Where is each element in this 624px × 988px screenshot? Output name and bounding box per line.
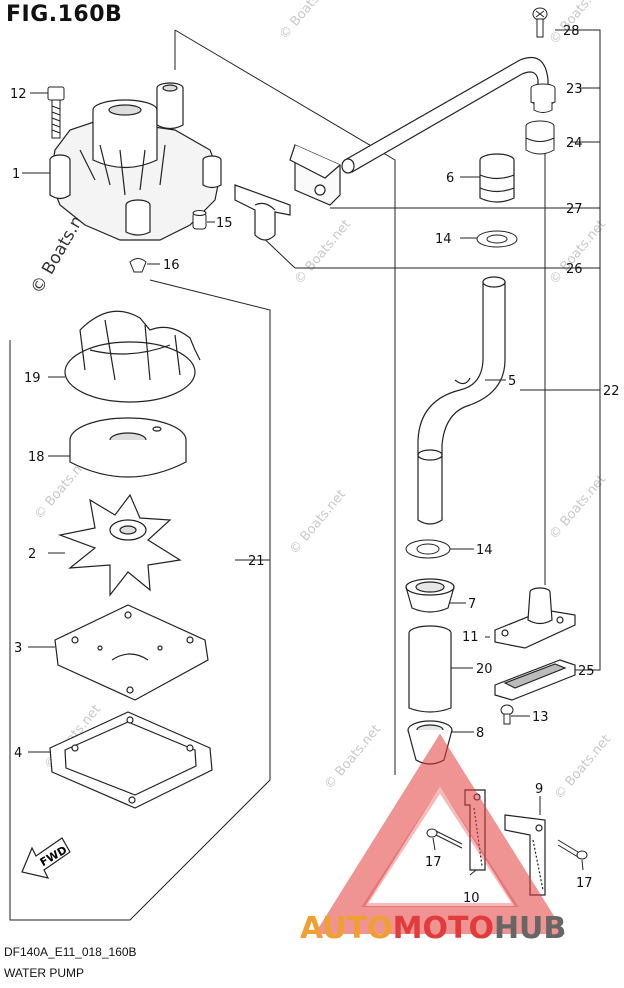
callout-14-top: 14 (435, 232, 452, 247)
watermark: © Boats.net (322, 722, 384, 792)
watermark: © Boats.net (552, 732, 614, 802)
callout-1: 1 (12, 167, 20, 182)
callout-13: 13 (532, 710, 549, 725)
screen-25 (494, 659, 576, 701)
svg-text:AUTOMOTOHUB: AUTOMOTOHUB (300, 911, 566, 946)
callout-6: 6 (446, 171, 454, 186)
grommet-6 (479, 153, 515, 203)
water-hose-5 (417, 276, 506, 525)
callout-14-bottom: 14 (476, 543, 493, 558)
leader-lines (22, 92, 584, 876)
callout-2: 2 (28, 547, 36, 562)
impeller-2 (57, 493, 182, 597)
screw-17-right (557, 839, 588, 860)
callout-11: 11 (462, 630, 479, 645)
washer-14-bottom (405, 539, 451, 559)
callout-19: 19 (24, 371, 41, 386)
automotohub-logo: AUTOMOTOHUB (300, 733, 566, 946)
water-tube-27 (289, 56, 549, 206)
callout-12: 12 (10, 87, 27, 102)
callout-7: 7 (468, 597, 476, 612)
callout-16: 16 (163, 258, 180, 273)
clamp-26 (234, 184, 291, 241)
spring-19 (64, 310, 201, 403)
plate-3 (54, 604, 209, 701)
grommet-plate-11 (494, 587, 576, 649)
logo-part-hub: HUB (494, 911, 566, 946)
grommet-24 (525, 120, 555, 155)
callout-20: 20 (476, 662, 493, 677)
tube-20 (408, 625, 452, 713)
callout-23: 23 (566, 82, 583, 97)
figure-title: FIG.160B (6, 2, 123, 27)
callout-21: 21 (248, 554, 265, 569)
gasket-4 (49, 711, 213, 809)
callout-4: 4 (14, 746, 22, 761)
callout-17-right: 17 (576, 876, 593, 891)
bolt-12 (47, 86, 65, 139)
pump-case-1 (49, 82, 222, 241)
callout-22: 22 (603, 384, 620, 399)
callout-28: 28 (563, 24, 580, 39)
callout-5: 5 (508, 374, 516, 389)
callouts: 12 1 15 16 19 18 2 21 3 4 28 23 24 6 27 … (10, 24, 620, 906)
screw-13 (500, 704, 514, 725)
fwd-arrow: FWD (21, 837, 71, 879)
callout-3: 3 (14, 641, 22, 656)
callout-24: 24 (566, 136, 583, 151)
watermark: © Boats.net (292, 217, 354, 287)
callout-10: 10 (463, 891, 480, 906)
grommet-23 (530, 83, 556, 113)
callout-25: 25 (578, 664, 595, 679)
grommet-7 (405, 578, 455, 613)
callout-15: 15 (216, 216, 233, 231)
plug-16 (129, 258, 147, 273)
pin-15 (192, 210, 207, 230)
callout-9: 9 (535, 782, 543, 797)
callout-27: 27 (566, 202, 583, 217)
logo-part-auto: AUTO (300, 911, 393, 946)
screw-17-left (426, 828, 463, 849)
watermark: © Boats.net (287, 487, 349, 557)
insert-18 (69, 417, 187, 478)
callout-17-left: 17 (425, 855, 442, 870)
watermark: © Boats.net (277, 0, 339, 43)
figure-name: WATER PUMP (4, 966, 84, 980)
callout-18: 18 (28, 450, 45, 465)
washer-14-top (476, 230, 518, 248)
callout-8: 8 (476, 726, 484, 741)
logo-part-moto: MOTO (393, 911, 494, 946)
callout-26: 26 (566, 262, 583, 277)
group-lines (9, 29, 601, 921)
figure-code: DF140A_E11_018_160B (4, 945, 137, 959)
screw-28 (532, 7, 548, 38)
